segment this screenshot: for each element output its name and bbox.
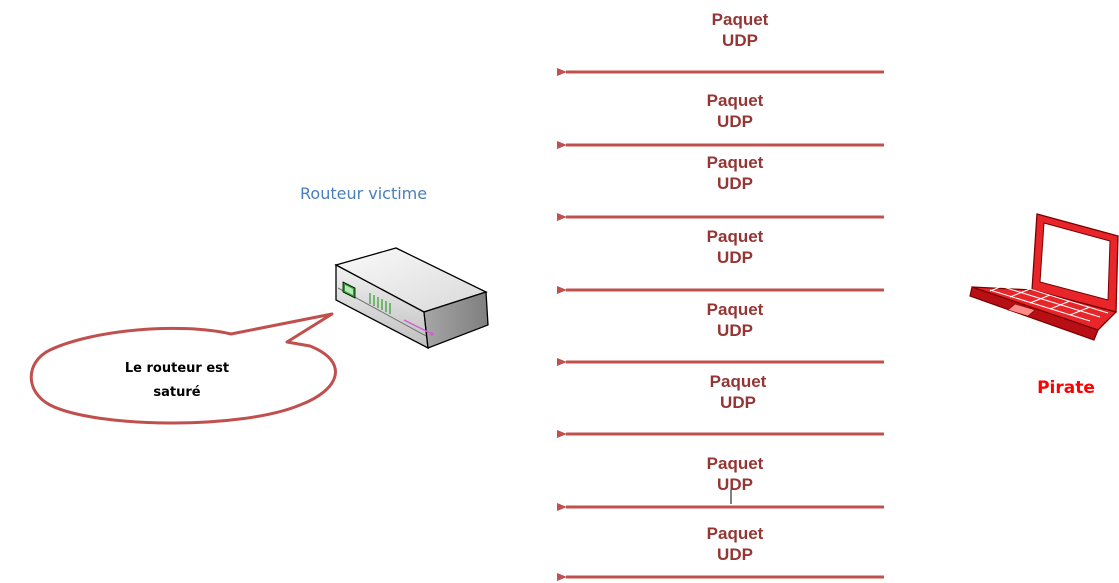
packet-label-line2: UDP <box>717 475 753 494</box>
router-title: Routeur victime <box>300 184 427 203</box>
packet-label-line2: UDP <box>717 112 753 131</box>
packet-label-line2: UDP <box>717 174 753 193</box>
packet-label-line1: Paquet <box>707 153 764 172</box>
packet-label-line1: Paquet <box>707 454 764 473</box>
speech-bubble <box>29 312 337 425</box>
packet-label-line2: UDP <box>722 31 758 50</box>
packet-flow: PaquetUDPPaquetUDPPaquetUDPPaquetUDPPaqu… <box>557 10 884 581</box>
bubble-text-line2: saturé <box>153 385 200 400</box>
pirate-title: Pirate <box>1037 378 1095 398</box>
packet-label-line1: Paquet <box>707 227 764 246</box>
packet-label-line1: Paquet <box>707 300 764 319</box>
bubble-text-line1: Le routeur est <box>125 361 229 376</box>
packet-label-line2: UDP <box>717 545 753 564</box>
packet-label-line1: Paquet <box>710 372 767 391</box>
packet-label-line2: UDP <box>717 321 753 340</box>
laptop-icon <box>969 213 1119 341</box>
packet-label-line2: UDP <box>717 248 753 267</box>
router-icon <box>334 247 489 350</box>
packet-label-line1: Paquet <box>712 10 769 29</box>
packet-label-line1: Paquet <box>707 91 764 110</box>
packet-label-line1: Paquet <box>707 524 764 543</box>
packet-label-line2: UDP <box>720 393 756 412</box>
